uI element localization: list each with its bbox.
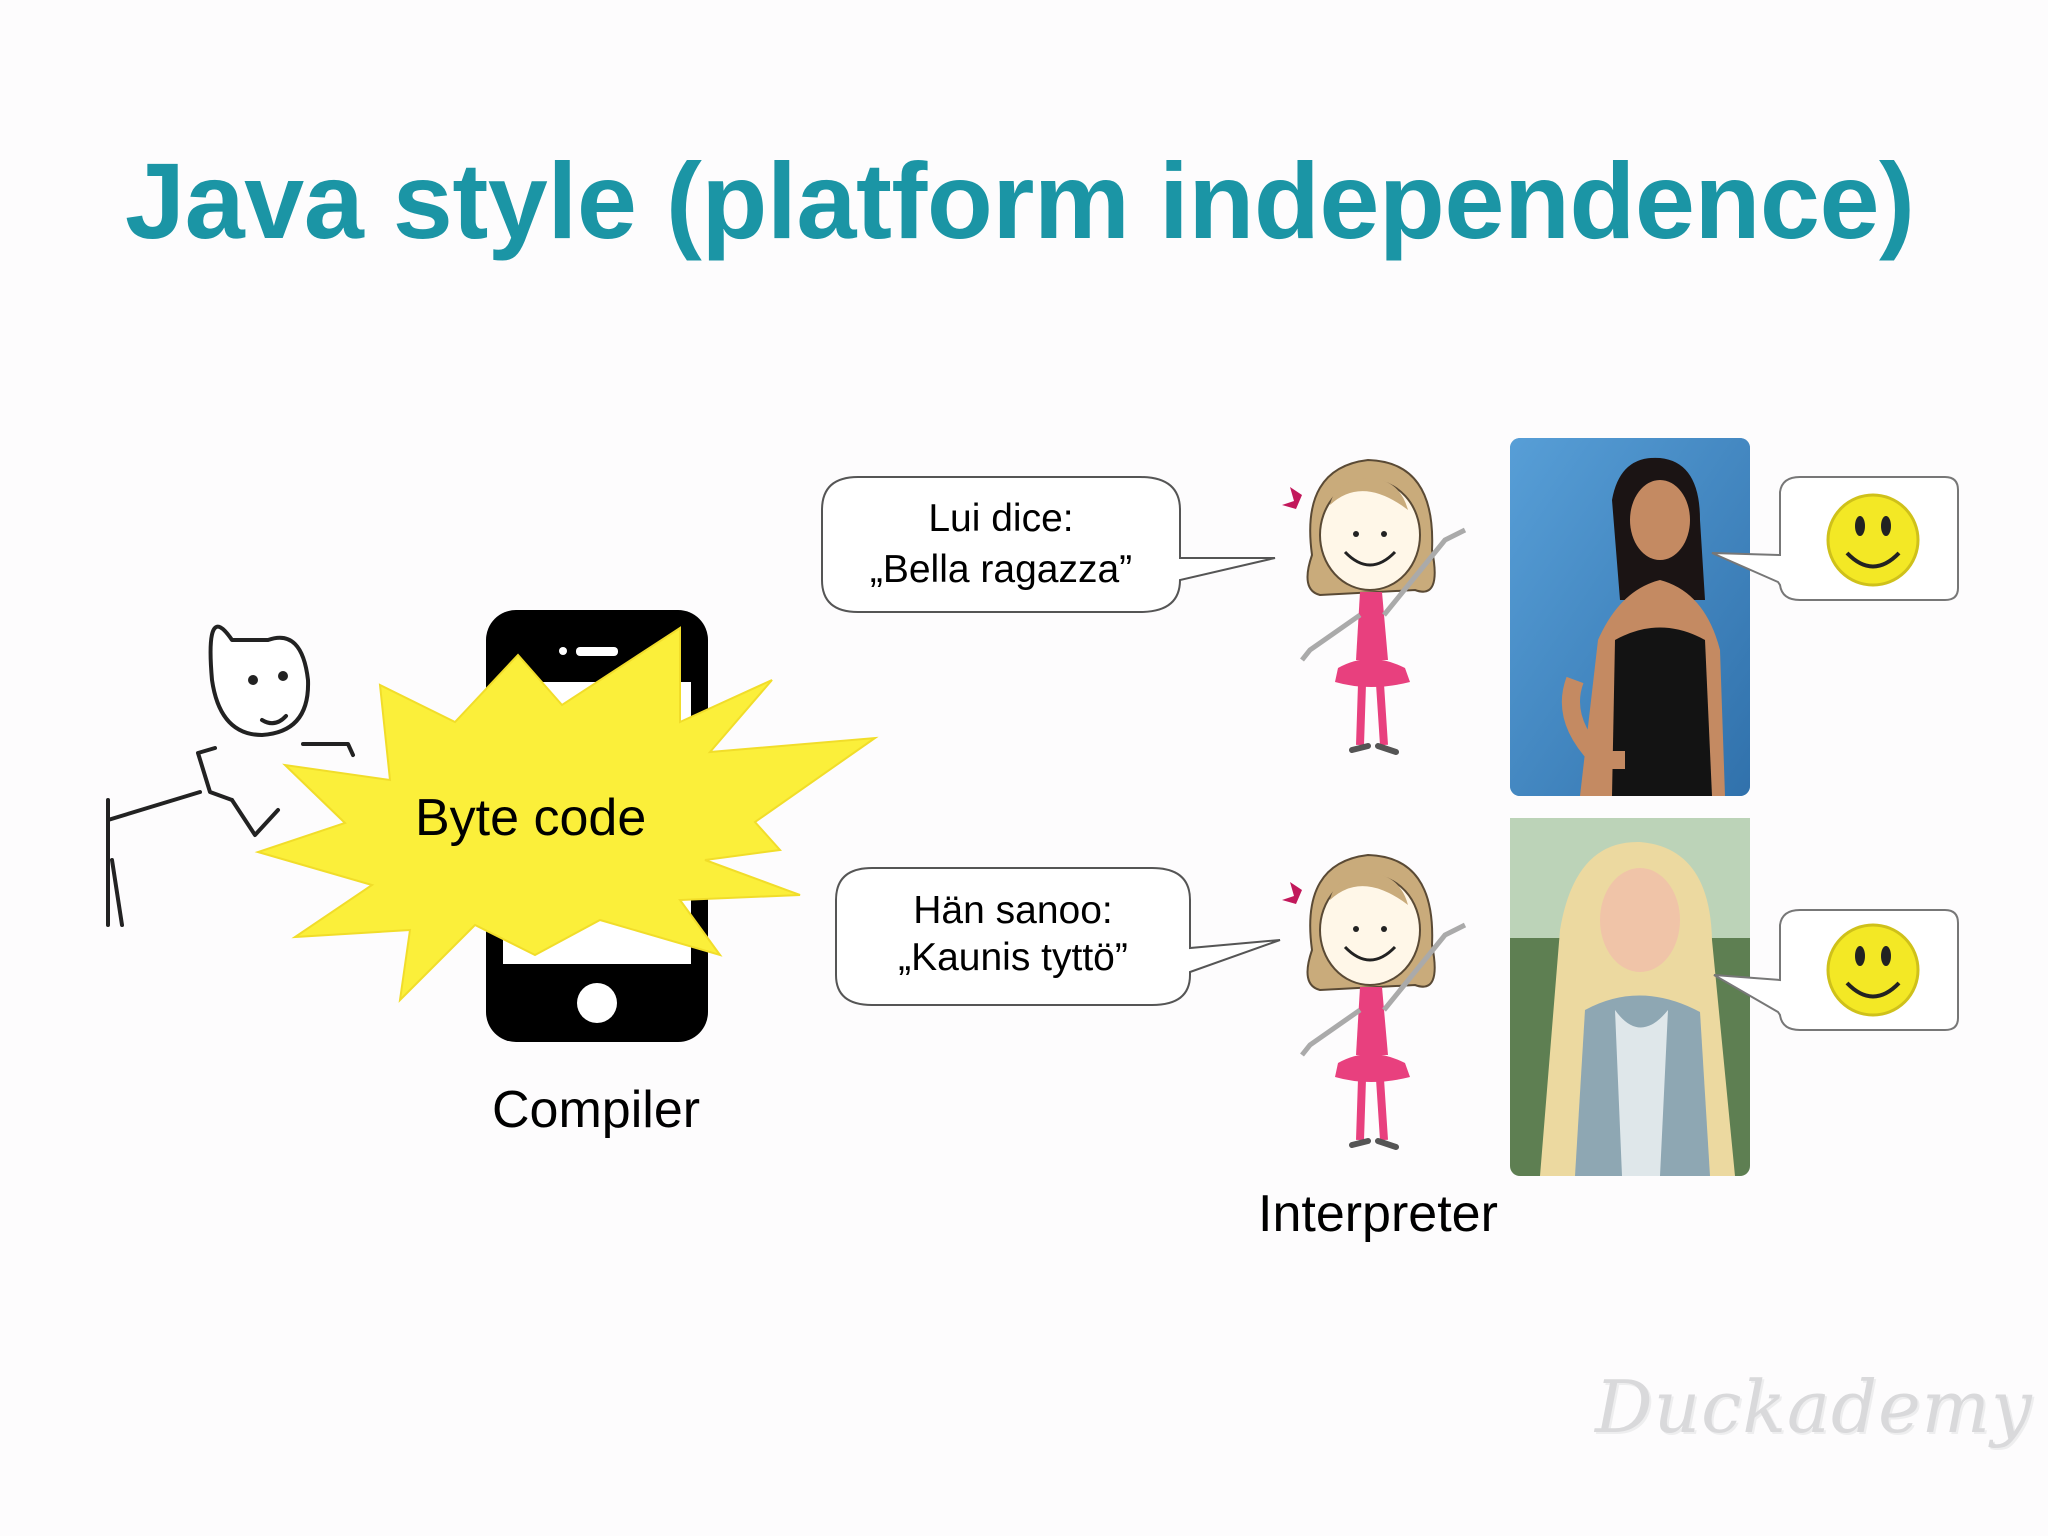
speech-bubble-italian (821, 476, 1276, 613)
speech-text-italian: Lui dice: „Bella ragazza” (822, 494, 1180, 595)
compiler-caption: Compiler (492, 1081, 701, 1139)
interpreter-caption: Interpreter (1258, 1185, 1498, 1243)
speech-line: Lui dice: (928, 497, 1074, 540)
speech-line: Hän sanoo: (913, 889, 1113, 932)
photo-blonde-woman (1510, 818, 1750, 1176)
smiley-bubble-bottom (1713, 909, 1959, 1031)
interpreter-girl-figure (1282, 853, 1467, 1150)
byte-code-burst (254, 626, 879, 1003)
duckademy-watermark: Duckademy (1595, 1365, 2033, 1449)
photo-brunette-woman (1510, 438, 1750, 796)
speech-text-finnish: Hän sanoo: „Kaunis tyttö” (836, 888, 1190, 982)
speech-line: „Bella ragazza” (869, 547, 1133, 591)
speech-line: „Kaunis tyttö” (898, 935, 1128, 979)
slide-title: Java style (platform independence) (125, 140, 1915, 261)
programmer-figure (106, 624, 355, 927)
byte-code-label: Byte code (415, 789, 647, 847)
interpreter-girl-figure (1282, 458, 1467, 755)
speech-bubble-finnish (835, 867, 1281, 1006)
smiley-bubble-top (1711, 476, 1959, 601)
